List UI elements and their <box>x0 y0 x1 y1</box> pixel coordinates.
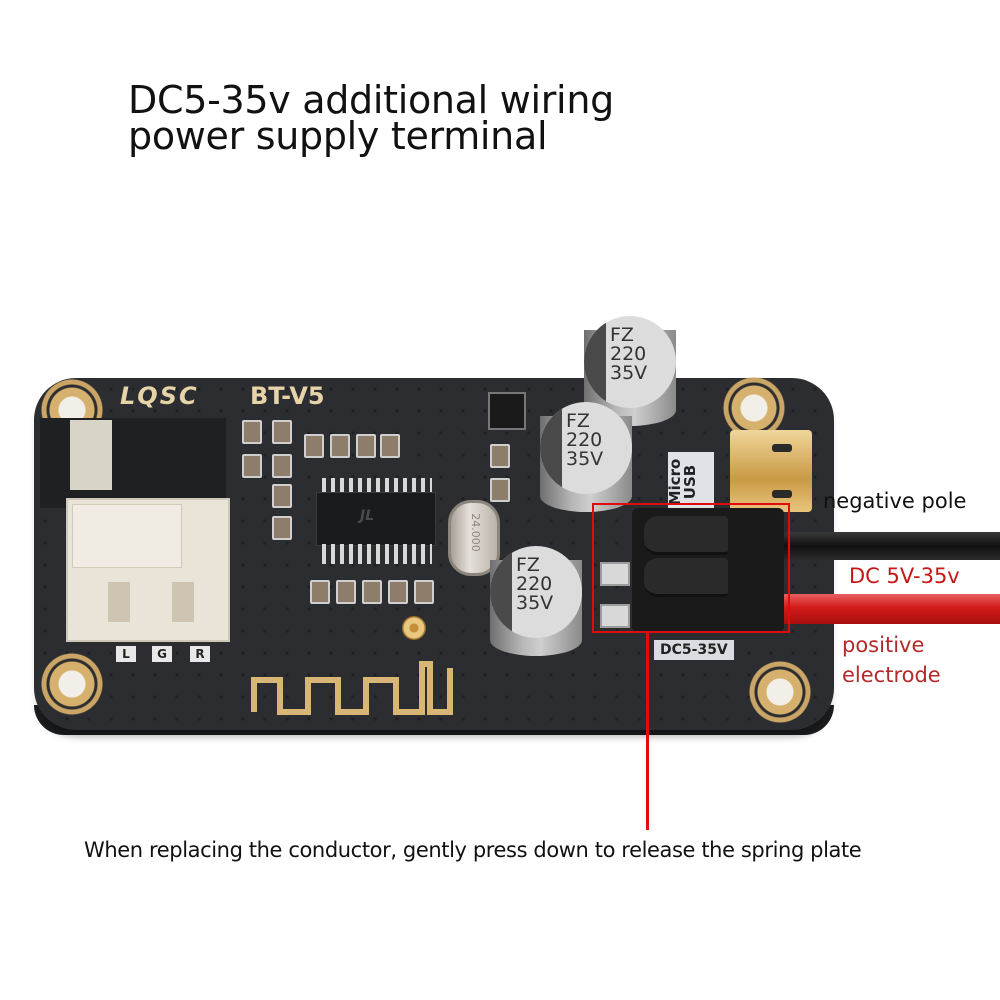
channel-label-l: L <box>116 646 136 662</box>
terminal-voltage-label: DC5-35V <box>654 640 734 660</box>
smd-component <box>490 478 510 502</box>
heading-line-1: DC5-35v additional wiring <box>128 78 614 122</box>
positive-wire <box>762 594 1000 624</box>
channel-label-g: G <box>152 646 172 662</box>
antenna-connector <box>402 616 426 640</box>
spring-terminal-block <box>632 508 784 632</box>
solder-pad <box>600 604 630 628</box>
pcb-antenna-icon <box>251 661 453 715</box>
audio-jack-contact <box>70 420 112 490</box>
model-label: BT-V5 <box>250 382 325 410</box>
positive-electrode-label: positive electrode <box>842 630 941 690</box>
smd-component <box>330 434 350 458</box>
ic-logo-icon: JL <box>360 508 375 524</box>
smd-component <box>414 580 434 604</box>
capacitor-value: 220 <box>610 343 647 365</box>
heading-line-2: power supply terminal <box>128 114 548 158</box>
positive-label-line-1: positive <box>842 633 925 657</box>
smd-component <box>490 444 510 468</box>
capacitor-brand: FZ <box>516 554 540 576</box>
mounting-hole-icon <box>40 652 104 716</box>
usb-label-box <box>668 452 714 516</box>
capacitor-voltage: 35V <box>516 592 554 614</box>
capacitor-label: FZ 220 35V <box>610 326 647 383</box>
led-component <box>380 434 400 458</box>
smd-component <box>272 516 292 540</box>
spring-lever <box>644 558 728 597</box>
capacitor: FZ 220 35V <box>540 402 632 512</box>
smd-component <box>310 580 330 604</box>
mounting-hole-icon <box>722 376 786 440</box>
ic-pins-top <box>322 478 432 492</box>
smd-component <box>356 434 376 458</box>
heading: DC5-35v additional wiring power supply t… <box>128 78 614 158</box>
crystal-marking: 24.000 <box>468 513 482 552</box>
brand-logo: LQSC <box>120 382 199 410</box>
usb-slot <box>772 490 792 498</box>
smd-component <box>272 454 292 478</box>
solder-pad <box>600 562 630 586</box>
negative-pole-label: negative pole <box>823 489 967 513</box>
capacitor-brand: FZ <box>566 410 590 432</box>
smd-component <box>272 484 292 508</box>
smd-component <box>304 434 324 458</box>
connector-slot <box>108 582 130 622</box>
capacitor-voltage: 35V <box>610 362 648 384</box>
mounting-hole-icon <box>748 660 812 724</box>
capacitor-label: FZ 220 35V <box>516 556 553 613</box>
micro-usb-port <box>730 430 812 512</box>
connector-slot <box>172 582 194 622</box>
voltage-regulator-chip <box>488 392 526 430</box>
smd-component <box>272 420 292 444</box>
terminal-highlight-box <box>592 503 790 633</box>
capacitor-top <box>584 316 676 408</box>
ic-pins-bottom <box>322 544 432 564</box>
instruction-text: When replacing the conductor, gently pre… <box>84 838 862 862</box>
capacitor-voltage: 35V <box>566 448 604 470</box>
capacitor: FZ 220 35V <box>490 546 582 656</box>
capacitor-top <box>540 402 632 494</box>
capacitor-label: FZ 220 35V <box>566 412 603 469</box>
capacitor-top <box>490 546 582 638</box>
negative-wire <box>776 532 1000 560</box>
bluetooth-ic <box>316 492 436 546</box>
smd-component <box>336 580 356 604</box>
audio-jack <box>40 418 226 508</box>
usb-slot <box>772 444 792 452</box>
spring-lever <box>644 516 728 555</box>
voltage-range-label: DC 5V-35v <box>849 564 960 588</box>
smd-component <box>362 580 382 604</box>
smd-component <box>242 420 262 444</box>
channel-label-r: R <box>190 646 210 662</box>
capacitor-value: 220 <box>566 429 603 451</box>
smd-component <box>388 580 408 604</box>
capacitor-brand: FZ <box>610 324 634 346</box>
positive-label-line-2: electrode <box>842 663 941 687</box>
smd-component <box>242 454 262 478</box>
capacitor-value: 220 <box>516 573 553 595</box>
callout-line <box>646 633 649 830</box>
connector-housing <box>72 504 182 568</box>
audio-output-connector <box>66 498 230 642</box>
